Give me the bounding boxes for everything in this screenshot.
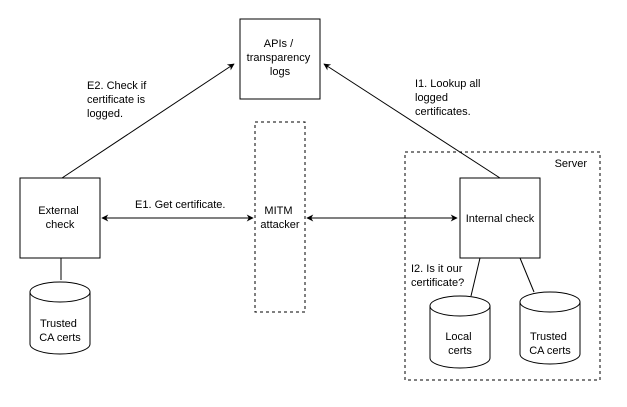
apis-label: APIs / transparency logs [247, 38, 314, 78]
trusted-ca-left-label: Trusted CA certs [39, 318, 81, 344]
edge-internal-local [470, 257, 481, 297]
edge-e2-arrow [61, 63, 235, 179]
external-check-label: External check [38, 205, 81, 231]
local-certs-label: Local certs [445, 331, 474, 357]
internal-check-node [459, 177, 541, 259]
edge-i1-label: I1. Lookup all logged certificates. [415, 78, 484, 118]
mitm-label: MITM attacker [260, 205, 299, 231]
edge-e2-label: E2. Check if certificate is logged. [87, 80, 149, 120]
local-certs-cylinder [429, 295, 491, 369]
edge-i1-arrow [323, 63, 501, 179]
trusted-ca-left-cylinder [29, 281, 91, 355]
edge-e1-label: E1. Get certificate. [135, 199, 225, 211]
external-check-node [19, 177, 101, 259]
server-group [404, 151, 601, 381]
apis-node [239, 18, 321, 100]
trusted-ca-right-cylinder [519, 291, 581, 365]
edge-internal-trusted [519, 257, 535, 293]
server-label: Server [555, 158, 588, 170]
mitm-node [254, 121, 306, 313]
edge-i2-label: I2. Is it our certificate? [411, 263, 465, 289]
internal-check-label: Internal check [466, 213, 535, 225]
trusted-ca-right-label: Trusted CA certs [529, 331, 571, 357]
